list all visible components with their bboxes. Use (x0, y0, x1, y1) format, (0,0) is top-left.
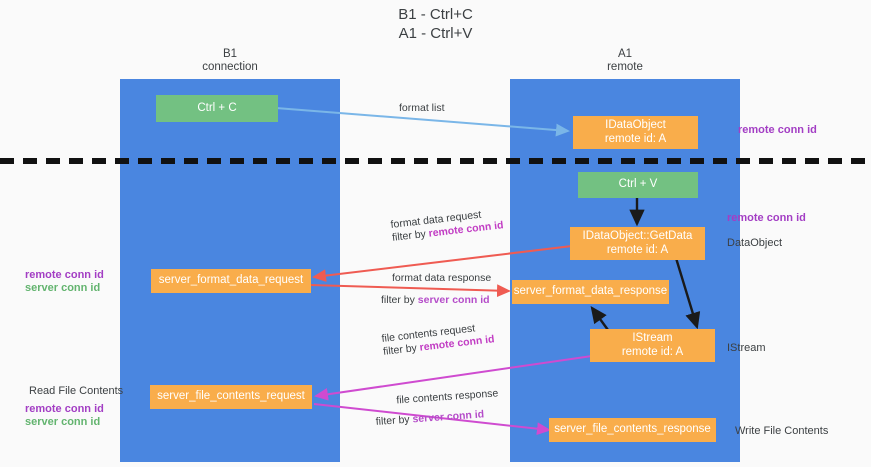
side-label-left-remote-conn-id-2: remote conn id (25, 403, 104, 415)
box-server-format-data-response-label: server_format_data_response (513, 285, 668, 298)
side-label-read-file-contents: Read File Contents (29, 385, 124, 397)
column-header-a1: A1 remote (510, 48, 740, 74)
box-idataobject-getdata[interactable]: IDataObject::GetData remote id: A (570, 227, 705, 260)
box-server-format-data-request-label: server_format_data_request (158, 274, 304, 287)
side-label-remote-conn-id-top: remote conn id (738, 124, 817, 136)
label-format-data-request: format data request filter by remote con… (390, 206, 504, 245)
column-header-b1-sub: connection (202, 61, 258, 73)
side-label-write-file-contents: Write File Contents (735, 425, 829, 437)
box-ctrl-c-label: Ctrl + C (197, 101, 237, 114)
label-file-contents-response: file contents response filter by server … (374, 387, 500, 429)
box-server-file-contents-request[interactable]: server_file_contents_request (150, 385, 312, 409)
filter-key-server-conn-id: server conn id (417, 294, 490, 306)
label-format-data-response: format data response filter by server co… (381, 272, 491, 307)
box-server-format-data-request[interactable]: server_format_data_request (151, 269, 311, 293)
label-file-contents-response-filter: filter by server conn id (375, 407, 500, 429)
box-server-file-contents-response[interactable]: server_file_contents_response (549, 418, 716, 442)
side-label-left-server-conn-id-2: server conn id (25, 416, 101, 428)
column-header-a1-sub: remote (607, 61, 643, 73)
box-server-format-data-response[interactable]: server_format_data_response (512, 280, 669, 304)
diagram-title: B1 - Ctrl+C A1 - Ctrl+V (0, 5, 871, 43)
title-line-1: B1 - Ctrl+C (398, 6, 473, 23)
box-server-file-contents-request-label: server_file_contents_request (157, 390, 305, 403)
column-header-a1-name: A1 (617, 48, 633, 60)
box-istream-subtitle: remote id: A (621, 345, 684, 358)
side-label-remote-conn-id-mid: remote conn id (727, 212, 806, 224)
filter-prefix: filter by (381, 294, 418, 306)
box-istream[interactable]: IStream remote id: A (590, 329, 715, 362)
side-label-istream: IStream (727, 342, 766, 354)
side-label-dataobject: DataObject (727, 237, 783, 249)
box-server-file-contents-response-label: server_file_contents_response (554, 423, 711, 436)
box-getdata-title: IDataObject::GetData (582, 230, 693, 242)
label-format-list: format list (399, 102, 445, 115)
filter-key-server-conn-id: server conn id (412, 408, 485, 426)
box-idataobject-subtitle: remote id: A (604, 132, 667, 145)
label-format-list-text: format list (399, 102, 445, 114)
column-header-b1-name: B1 (222, 48, 238, 60)
box-ctrl-v-label: Ctrl + V (618, 178, 658, 191)
box-ctrl-v[interactable]: Ctrl + V (578, 172, 698, 198)
label-file-contents-request: file contents request filter by remote c… (381, 320, 495, 359)
label-format-data-response-filter: filter by server conn id (381, 294, 491, 307)
side-label-left-remote-conn-id: remote conn id (25, 269, 104, 281)
column-header-b1: B1 connection (120, 48, 340, 74)
box-idataobject[interactable]: IDataObject remote id: A (573, 116, 698, 149)
label-format-data-response-text: format data response (392, 272, 492, 284)
side-label-left-server-conn-id: server conn id (25, 282, 101, 294)
box-getdata-subtitle: remote id: A (606, 243, 669, 256)
title-line-2: A1 - Ctrl+V (398, 25, 473, 42)
box-idataobject-title: IDataObject (605, 119, 666, 131)
box-ctrl-c[interactable]: Ctrl + C (156, 95, 278, 122)
label-file-contents-response-text: file contents response (395, 387, 499, 407)
filter-prefix: filter by (375, 413, 413, 428)
box-istream-title: IStream (632, 332, 673, 344)
